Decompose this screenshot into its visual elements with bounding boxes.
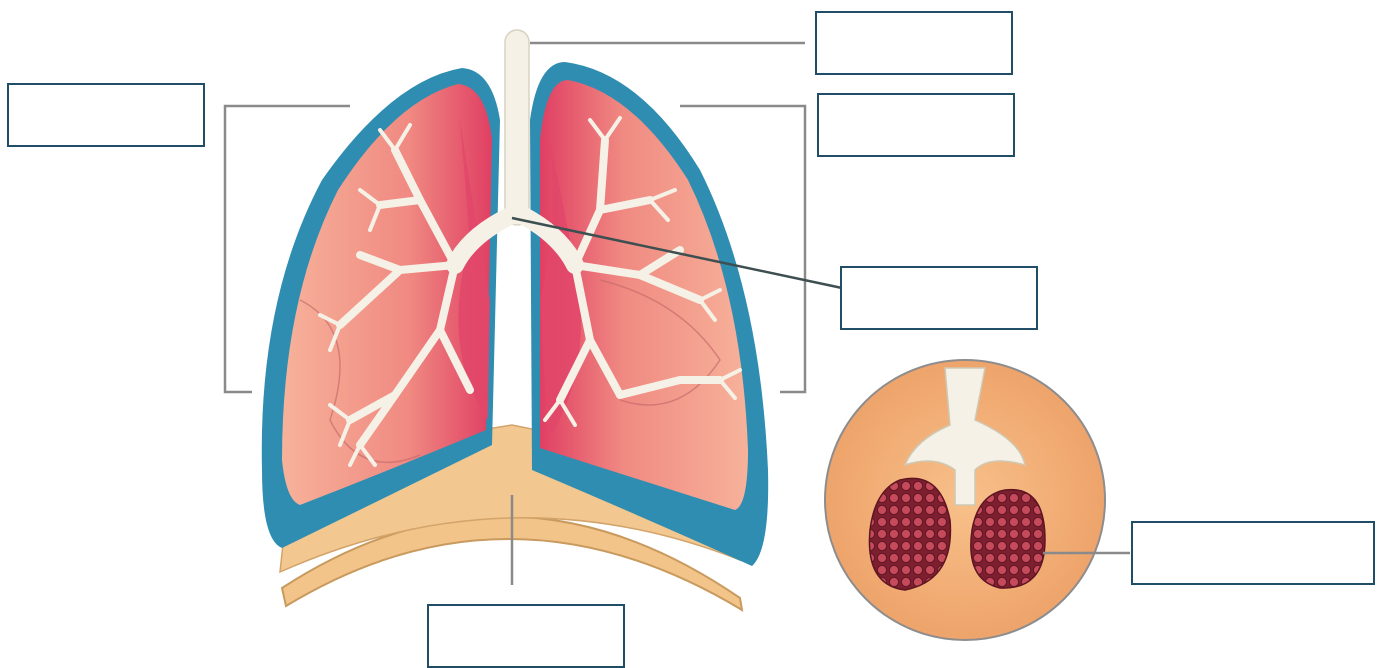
label-box-right-lung[interactable] <box>817 93 1015 157</box>
trachea <box>505 30 529 225</box>
label-box-bronchi[interactable] <box>840 266 1038 330</box>
label-box-trachea[interactable] <box>815 11 1013 75</box>
label-box-left-lung[interactable] <box>7 83 205 147</box>
label-box-diaphragm[interactable] <box>427 604 625 668</box>
label-box-alveoli[interactable] <box>1131 521 1375 585</box>
alveoli-inset <box>825 360 1105 640</box>
